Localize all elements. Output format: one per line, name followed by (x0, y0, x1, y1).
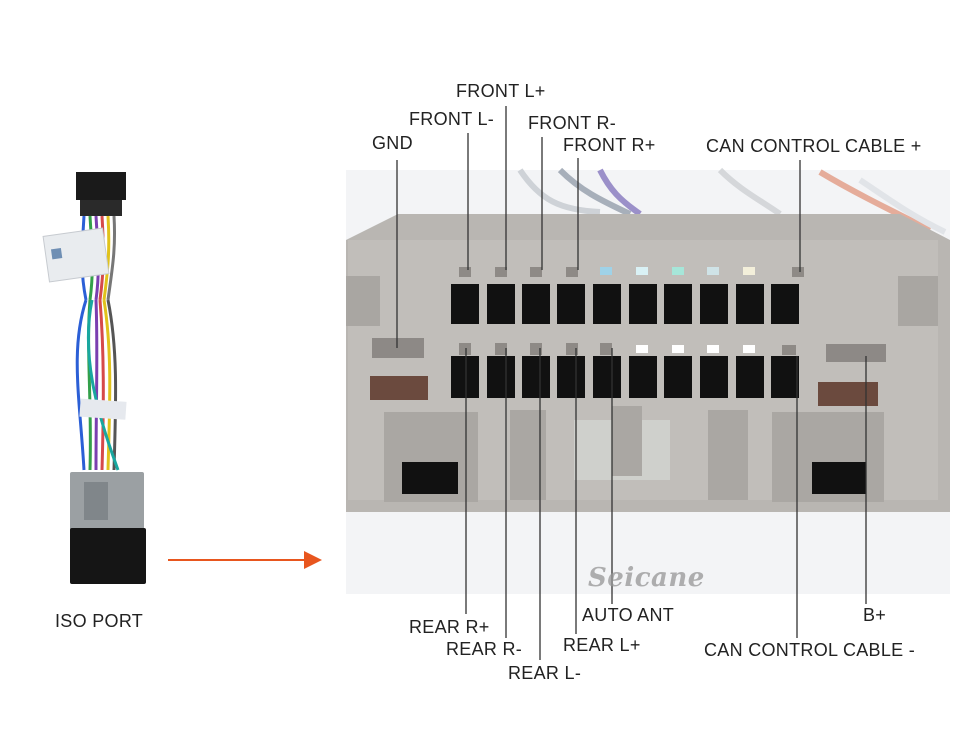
watermark: Seicane (588, 563, 705, 593)
pin-tips-top (459, 267, 804, 277)
label-rear-l-plus: REAR L+ (563, 635, 641, 655)
label-can-control-cable-minus: CAN CONTROL CABLE - (704, 640, 916, 660)
label-front-l-plus: FRONT L+ (456, 81, 546, 101)
label-rear-r-minus: REAR R- (446, 639, 523, 659)
harness-wires-middle (75, 299, 120, 471)
label-auto-ant: AUTO ANT (582, 605, 675, 625)
label-b-plus: B+ (863, 605, 887, 625)
background-wires (517, 167, 947, 235)
iso-port-caption: ISO PORT (55, 611, 144, 631)
harness-top-connector (76, 172, 126, 200)
label-can-control-cable-plus: CAN CONTROL CABLE + (706, 136, 922, 156)
pin-row-top (451, 284, 799, 324)
label-front-r-plus: FRONT R+ (563, 135, 656, 155)
label-rear-r-plus: REAR R+ (409, 617, 490, 637)
leader-lines-top (396, 106, 801, 348)
leader-lines-bottom (465, 348, 867, 660)
pin-tips-bottom (459, 343, 796, 355)
label-front-r-minus: FRONT R- (528, 113, 617, 133)
harness-bottom-connector-black (70, 528, 146, 584)
label-front-l-minus: FRONT L- (409, 109, 495, 129)
label-gnd: GND (372, 133, 413, 153)
b-plus-terminal (826, 344, 886, 362)
harness-label-tag (42, 227, 110, 283)
label-rear-l-minus: REAR L- (508, 663, 582, 683)
gnd-terminal (372, 338, 424, 358)
pin-row-bottom (451, 356, 799, 398)
arrow-head (304, 551, 322, 569)
